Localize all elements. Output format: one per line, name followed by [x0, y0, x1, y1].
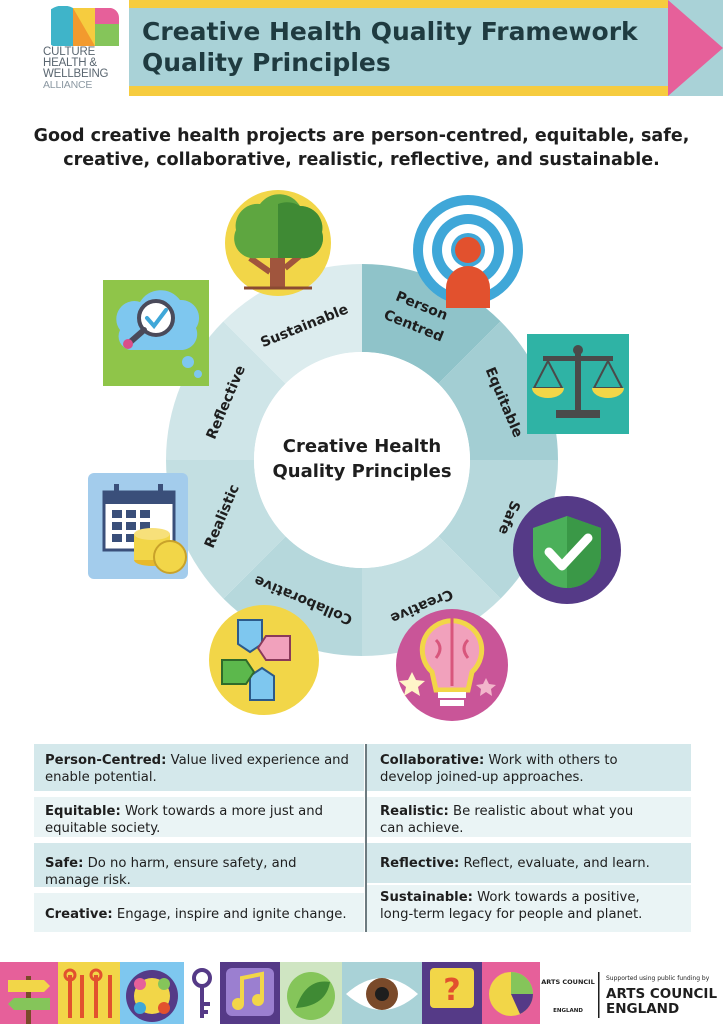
- header-corner-decoration: [668, 0, 723, 96]
- desc-person-centred-2: enable potential.: [45, 770, 157, 785]
- header-yellow-stripe-bottom: [129, 86, 723, 96]
- shield-check-icon: [513, 496, 621, 604]
- leaf-icon: [280, 962, 342, 1024]
- intro-text-line-2: creative, collaborative, realistic, refl…: [63, 150, 660, 170]
- footer-icon-strip: ? ARTS COUNCIL ENGLAND Supported using p…: [0, 962, 723, 1024]
- desc-realistic-2: can achieve.: [380, 821, 464, 836]
- definition-person-centred: Person-Centred: Value lived experience a…: [37, 752, 367, 786]
- desc-realistic-1: Be realistic about what you: [453, 804, 634, 819]
- term-creative: Creative:: [45, 907, 113, 922]
- thought-cloud-magnifier-icon: [103, 280, 209, 386]
- desc-safe-2: manage risk.: [45, 873, 131, 888]
- ace-name-line-1: ARTS COUNCIL: [606, 986, 717, 1002]
- eye-icon: [342, 962, 422, 1024]
- logo-text-line-2: HEALTH &: [43, 57, 97, 69]
- joined-hands-icon: [209, 605, 319, 715]
- principles-definitions-table: [34, 744, 691, 932]
- ace-circle-bottom-text: ENGLAND: [553, 1008, 583, 1014]
- ace-name-line-2: ENGLAND: [606, 1001, 679, 1017]
- pie-chart-icon: [482, 962, 540, 1024]
- calendar-coins-icon: [88, 473, 188, 579]
- ace-circle-top-text: ARTS COUNCIL: [541, 978, 594, 986]
- scales-icon: [527, 334, 629, 434]
- logo-text-line-4: ALLIANCE: [43, 79, 93, 91]
- desc-reflective-1: Reflect, evaluate, and learn.: [463, 856, 650, 871]
- music-note-icon: [220, 962, 280, 1024]
- term-person-centred: Person-Centred:: [45, 753, 167, 768]
- svg-text:?: ?: [443, 973, 460, 1008]
- person-target-icon: [413, 195, 523, 308]
- tree-icon: [225, 190, 331, 296]
- segment-realistic: [166, 460, 286, 599]
- definition-collaborative: Collaborative: Work with others to develo…: [372, 752, 692, 786]
- header-title-band: [129, 8, 723, 86]
- wheel-center-title-line-1: Creative Health: [283, 436, 441, 457]
- page-title-line-1: Creative Health Quality Framework: [142, 17, 638, 46]
- brain-lightbulb-icon: [396, 609, 508, 721]
- wheel-center-title-line-2: Quality Principles: [272, 461, 451, 482]
- definition-realistic: Realistic: Be realistic about what you ca…: [372, 803, 692, 837]
- principles-wheel: Creative Health Quality Principles Perso…: [88, 190, 629, 721]
- term-equitable: Equitable:: [45, 804, 121, 819]
- desc-safe-1: Do no harm, ensure safety, and: [87, 856, 297, 871]
- desc-equitable-1: Work towards a more just and: [124, 804, 323, 819]
- ace-supported-text: Supported using public funding by: [606, 975, 710, 982]
- definition-safe: Safe: Do no harm, ensure safety, and mana…: [37, 855, 367, 889]
- desc-collaborative-2: develop joined-up approaches.: [380, 770, 584, 785]
- desc-sustainable-1: Work towards a positive,: [477, 890, 640, 905]
- desc-equitable-2: equitable society.: [45, 821, 161, 836]
- tools-icon: [58, 962, 120, 1024]
- desc-person-centred-1: Value lived experience and: [170, 753, 349, 768]
- segment-sustainable: [223, 264, 362, 384]
- logo-text-line-3: WELLBEING: [43, 68, 109, 80]
- term-realistic: Realistic:: [380, 804, 449, 819]
- desc-sustainable-2: long-term legacy for people and planet.: [380, 907, 643, 922]
- term-safe: Safe:: [45, 856, 84, 871]
- wheel-ring: [166, 264, 559, 656]
- term-sustainable: Sustainable:: [380, 890, 473, 905]
- key-icon: [184, 962, 220, 1024]
- question-mark-icon: ?: [422, 962, 482, 1024]
- header-yellow-stripe-top: [129, 0, 723, 8]
- definition-creative: Creative: Engage, inspire and ignite cha…: [37, 906, 367, 923]
- arts-council-logo: ARTS COUNCIL ENGLAND Supported using pub…: [541, 972, 717, 1018]
- term-collaborative: Collaborative:: [380, 753, 485, 768]
- signpost-icon: [0, 962, 58, 1024]
- term-reflective: Reflective:: [380, 856, 460, 871]
- desc-creative-1: Engage, inspire and ignite change.: [116, 907, 347, 922]
- desc-collaborative-1: Work with others to: [488, 753, 618, 768]
- definition-sustainable: Sustainable: Work towards a positive, lon…: [372, 889, 692, 923]
- definition-reflective: Reflective: Reflect, evaluate, and learn…: [372, 855, 692, 872]
- logo-text-line-1: CULTURE: [43, 46, 96, 58]
- table-column-divider: [365, 744, 367, 932]
- definition-equitable: Equitable: Work towards a more just and e…: [37, 803, 367, 837]
- chwa-logo-icon: [51, 6, 120, 46]
- intro-text-line-1: Good creative health projects are person…: [33, 126, 690, 146]
- page-title-line-2: Quality Principles: [142, 48, 391, 77]
- people-circle-icon: [120, 962, 184, 1024]
